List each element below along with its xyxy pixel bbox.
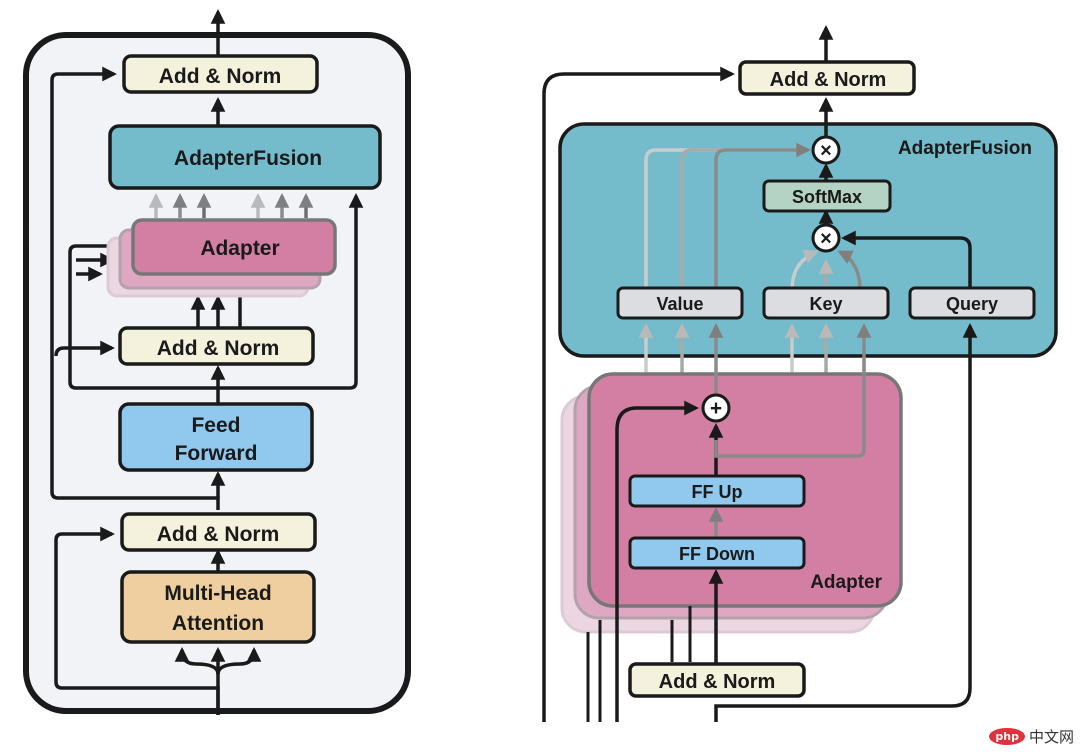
watermark: php 中文网 — [989, 726, 1074, 747]
left-mha-input-right — [216, 647, 262, 675]
right-top-multiply-node — [811, 135, 841, 165]
left-transformer-layer: Add & Norm AdapterFusion Adapter Add & N… — [23, 9, 411, 715]
right-top-add-norm-label: Add & Norm — [770, 69, 887, 91]
right-adapter-label: Adapter — [810, 572, 882, 593]
left-mha-label-1: Multi-Head — [164, 582, 271, 605]
left-adapter-fusion-label: AdapterFusion — [174, 147, 322, 170]
left-top-add-norm-label: Add & Norm — [159, 65, 282, 88]
left-adapter-box — [131, 218, 337, 276]
left-top-add-norm-box — [122, 54, 319, 94]
right-ff-down-box — [628, 536, 806, 570]
left-mid-add-norm-label: Add & Norm — [157, 337, 280, 360]
left-feed-forward-label-2: Forward — [175, 442, 258, 465]
left-fusion-residual-arrow — [218, 193, 364, 390]
right-ff-down-label: FF Down — [679, 544, 755, 564]
right-low-multiply-node — [811, 223, 841, 253]
right-bottom-add-norm-box — [628, 662, 806, 698]
left-adapter-label: Adapter — [200, 237, 279, 260]
right-bottom-add-norm-label: Add & Norm — [659, 671, 776, 693]
left-low-add-norm-box — [120, 512, 317, 552]
right-ff-up-box — [628, 474, 806, 508]
right-key-to-mult-1 — [790, 249, 819, 291]
right-value-to-mult-3 — [714, 142, 811, 290]
right-value-to-mult-1 — [644, 142, 811, 290]
right-query-input-line — [714, 323, 978, 722]
right-adapter-skip-arrow — [615, 400, 699, 722]
left-addnorm-skip-arrow — [68, 238, 218, 390]
right-top-multiply-symbol: × — [820, 140, 832, 162]
left-mha-skip-arrow — [54, 526, 220, 715]
left-mid-add-norm-box — [118, 326, 315, 366]
right-low-multiply-symbol: × — [820, 228, 832, 250]
right-outer-residual-arrow — [542, 66, 735, 722]
right-key-to-mult-3 — [837, 250, 862, 291]
right-value-to-mult-2 — [680, 142, 811, 290]
right-plus-symbol: + — [710, 397, 722, 420]
left-ff-skip-arrow — [50, 66, 220, 510]
right-fusion-title: AdapterFusion — [898, 138, 1032, 159]
right-query-to-mult-arrow — [841, 230, 972, 288]
right-query-box — [908, 286, 1036, 320]
left-mha-label-2: Attention — [172, 612, 264, 635]
watermark-logo: php — [989, 728, 1025, 745]
right-adapter-fusion-detail: AdapterFusion Add & Norm × — [542, 25, 1058, 722]
right-plus-node — [701, 393, 731, 423]
right-key-box — [762, 286, 890, 320]
right-query-label: Query — [946, 294, 998, 314]
left-ff-to-midnorm-loop — [54, 340, 115, 357]
right-value-box — [616, 286, 744, 320]
left-feed-forward-label-1: Feed — [191, 414, 240, 437]
right-value-label: Value — [656, 294, 703, 314]
right-softmax-box — [762, 179, 892, 213]
watermark-text: 中文网 — [1028, 728, 1074, 746]
left-adapter-fusion-box — [108, 124, 382, 190]
right-ff-up-label: FF Up — [692, 482, 743, 502]
left-low-add-norm-label: Add & Norm — [157, 523, 280, 546]
left-mha-input-left — [174, 647, 220, 675]
right-key-label: Key — [809, 294, 842, 314]
left-multi-head-attention-box — [120, 570, 316, 644]
left-feed-forward-box — [118, 402, 314, 472]
right-top-add-norm-box — [738, 60, 916, 96]
right-plus-to-key — [714, 323, 872, 458]
right-softmax-label: SoftMax — [792, 187, 862, 207]
